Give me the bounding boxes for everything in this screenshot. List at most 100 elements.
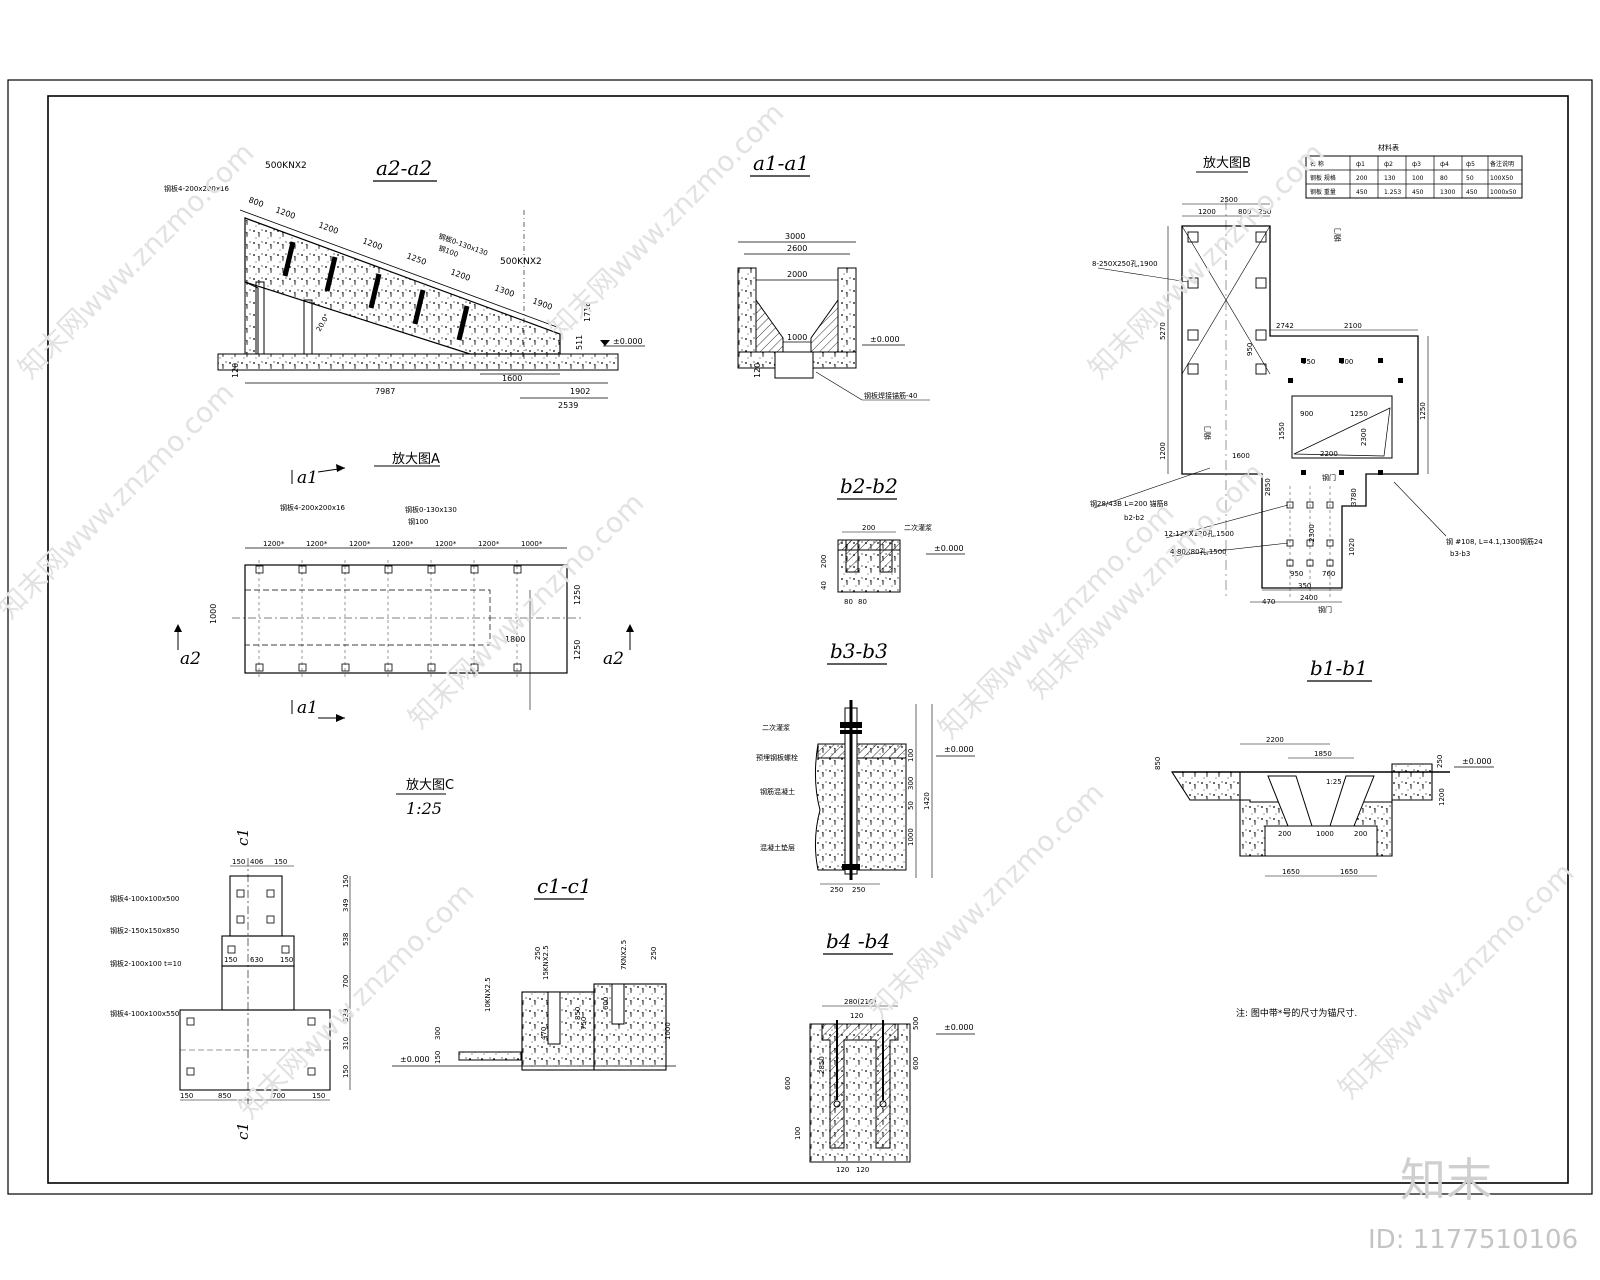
dim: 339: [342, 1009, 350, 1022]
dim: 1000*: [521, 540, 543, 548]
dim: 1200: [1438, 788, 1446, 806]
label: 二次灌浆: [762, 723, 790, 732]
dim: 1000: [209, 604, 218, 624]
section-title: b3-b3: [830, 639, 888, 663]
dim: 250: [852, 886, 865, 894]
table-cell: 名 称: [1310, 160, 1324, 168]
dim: 1600: [1232, 452, 1250, 460]
label: ±0.000: [400, 1055, 430, 1064]
dim: 1300: [493, 283, 515, 298]
dim: 1900: [531, 296, 553, 311]
dim: 1250: [405, 251, 427, 266]
watermark: 知末网www.znzmo.com: [0, 376, 240, 625]
label: 钢板4-200x200x16: [164, 184, 229, 193]
label: 钢筋混凝土: [760, 787, 795, 796]
dim: 150: [312, 1092, 325, 1100]
dim: 760: [1322, 570, 1335, 578]
label: 钢板4-200x200x16: [280, 503, 345, 512]
label: 钢28/43B L=200 锚筋8: [1090, 499, 1168, 508]
table-cell: ф5: [1466, 161, 1475, 168]
label: 钢门: [1333, 228, 1342, 242]
dim: 150: [180, 1092, 193, 1100]
dim: 950: [1302, 358, 1315, 366]
dim: 150: [280, 956, 293, 964]
label: 钢板焊接锚筋-40: [864, 391, 917, 400]
detail-b: 放大图B 材料表 名 称 ф1 ф2 ф3 ф4 ф5 备注说明 钢板 规格: [1090, 143, 1543, 614]
dim: 350: [1298, 582, 1311, 590]
dim: 850: [574, 1007, 582, 1020]
dim: 1650: [1282, 868, 1300, 876]
dim: 900: [1300, 410, 1313, 418]
dim: 800: [247, 195, 264, 209]
section-title: c1-c1: [537, 874, 592, 898]
dim: 2000: [787, 270, 807, 279]
table-cell: 50: [1466, 175, 1474, 182]
dim: 500: [912, 1017, 920, 1030]
table-cell: ф3: [1412, 161, 1421, 168]
dim: 250: [650, 947, 658, 960]
label: 20.0°: [315, 312, 331, 333]
table-cell: 200: [1356, 175, 1368, 182]
dim: 150: [342, 1065, 350, 1078]
brand-logo: 知末: [1400, 1153, 1492, 1207]
dim: 150: [274, 858, 287, 866]
dim: 120: [231, 363, 240, 378]
section-a2a2: a2-a2 500KNX2 钢板4-200x200x16 钢板0-130x130…: [164, 156, 645, 410]
dim: 1200*: [435, 540, 457, 548]
label: 600: [602, 997, 610, 1010]
scale: 1:25: [406, 799, 442, 818]
dim: 600: [912, 1057, 920, 1070]
dim: 1850: [1314, 750, 1332, 758]
label: ±0.000: [870, 335, 900, 344]
label: 1000: [664, 1022, 672, 1040]
table-cell: 100X50: [1490, 175, 1513, 182]
dim: 150: [434, 1051, 442, 1064]
dim: 850: [218, 1092, 231, 1100]
section-title: a2-a2: [376, 156, 432, 180]
table-cell: 100: [1412, 175, 1424, 182]
label: 钢板4-100x100x550: [110, 1009, 179, 1018]
watermark: 知末网www.znzmo.com: [1022, 456, 1271, 705]
dim: 50: [907, 801, 915, 810]
dim: 1000: [907, 828, 915, 846]
label: 钢门: [1318, 605, 1332, 614]
table-cell: 130: [1384, 175, 1396, 182]
dim: 200: [820, 555, 828, 568]
label: 500KNX2: [500, 257, 542, 267]
section-b4b4: b4 -b4 280(210) 120 2850 600 600 500 100…: [784, 929, 975, 1174]
section-title: b4 -b4: [826, 929, 890, 953]
dim: 2200: [1320, 450, 1338, 458]
dim: 1250: [1419, 402, 1427, 420]
dim: 2200: [1266, 736, 1284, 744]
section-title: 放大图B: [1203, 156, 1251, 171]
dim: 511: [575, 335, 584, 350]
dim: 1200: [449, 267, 471, 282]
dim: 600: [784, 1077, 792, 1090]
label: b2-b2: [1124, 514, 1144, 522]
dim: 538: [342, 933, 350, 946]
label: 钢板0-130x130: [405, 505, 457, 514]
dim: 2300: [1360, 428, 1368, 446]
dim: 2100: [1344, 322, 1362, 330]
label: a1: [297, 698, 318, 718]
dim: 1020: [1348, 538, 1356, 556]
watermark: 知末网www.znzmo.com: [232, 876, 481, 1125]
label: c1: [234, 828, 252, 846]
dim: 1200: [317, 220, 339, 235]
dim: 1000: [787, 333, 807, 342]
dim: 310: [342, 1037, 350, 1050]
dim: 200: [1278, 830, 1291, 838]
label: 混凝土垫层: [760, 843, 795, 852]
dim: 800: [1238, 208, 1251, 216]
label: a2: [180, 649, 201, 669]
dim: 1200*: [306, 540, 328, 548]
dim: 200: [1354, 830, 1367, 838]
section-c1c1: c1-c1 ±0.000 10KNX2.5 15KNX2.5 7KNX2.5 7…: [392, 874, 676, 1071]
detail-a: 放大图A a1 a1 a2 a2 1200* 1200* 1200* 1200*…: [174, 452, 634, 722]
label: ±0.000: [934, 544, 964, 553]
label: ±0.000: [613, 337, 643, 346]
material-table: 材料表 名 称 ф1 ф2 ф3 ф4 ф5 备注说明 钢板 规格 200 13…: [1305, 143, 1523, 199]
section-b1b1: b1-b1 2200 1850 1000 200 200 1650 1650 1…: [1154, 656, 1494, 877]
table-cell: 80: [1440, 175, 1448, 182]
dim: 1200*: [263, 540, 285, 548]
